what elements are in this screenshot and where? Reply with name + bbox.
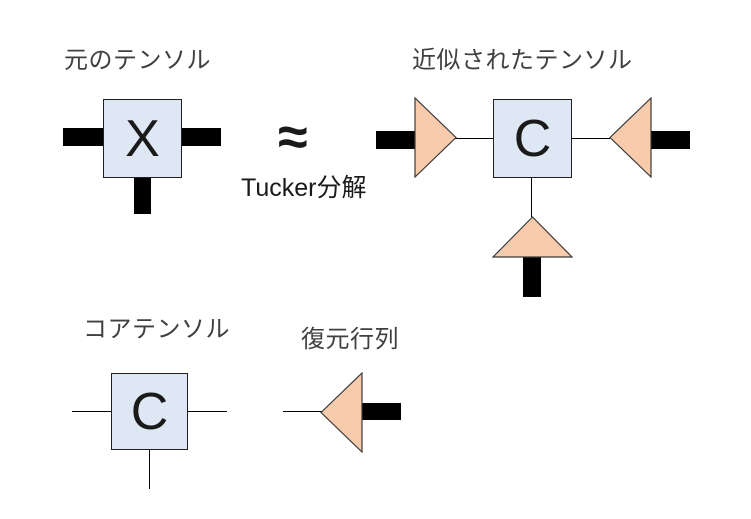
- label-reconstruction-matrix: 復元行列: [301, 326, 399, 353]
- approx-tensor-leg-left-bar: [376, 131, 416, 149]
- label-approximated-tensor: 近似されたテンソル: [412, 47, 633, 74]
- original-tensor-leg-bottom-bar: [134, 178, 151, 214]
- original-tensor-node: X: [103, 99, 182, 178]
- approx-tensor-leg-right-bar: [650, 131, 690, 149]
- connector-line-left: [455, 138, 494, 140]
- factor-matrix-triangle-right: [609, 97, 652, 178]
- label-original-tensor: 元のテンソル: [64, 47, 211, 74]
- connector-line-right: [572, 138, 610, 140]
- label-core-tensor: コアテンソル: [83, 316, 230, 343]
- approx-core-tensor-node: C: [493, 99, 572, 178]
- reconstruction-matrix-leg-bar: [360, 403, 401, 420]
- core-tensor-node: C: [111, 373, 188, 450]
- original-tensor-leg-right-bar: [182, 128, 221, 146]
- original-tensor-leg-left-bar: [63, 128, 104, 146]
- factor-matrix-triangle-left: [414, 97, 457, 178]
- reconstruction-matrix-triangle: [320, 372, 363, 453]
- label-tucker-decomposition: Tucker分解: [241, 174, 367, 202]
- reconstruction-matrix-leg-line: [283, 411, 322, 413]
- core-tensor-leg-left-line: [72, 411, 112, 413]
- connector-line-down: [531, 177, 533, 217]
- core-tensor-letter: C: [130, 382, 169, 441]
- approx-tensor-leg-bottom-bar: [523, 257, 541, 297]
- approx-core-tensor-letter: C: [513, 109, 552, 168]
- core-tensor-leg-right-line: [188, 411, 227, 413]
- core-tensor-leg-bottom-line: [149, 449, 151, 489]
- approximately-equal-symbol: ≈: [278, 107, 308, 167]
- original-tensor-letter: X: [125, 109, 160, 168]
- factor-matrix-triangle-bottom: [492, 216, 573, 258]
